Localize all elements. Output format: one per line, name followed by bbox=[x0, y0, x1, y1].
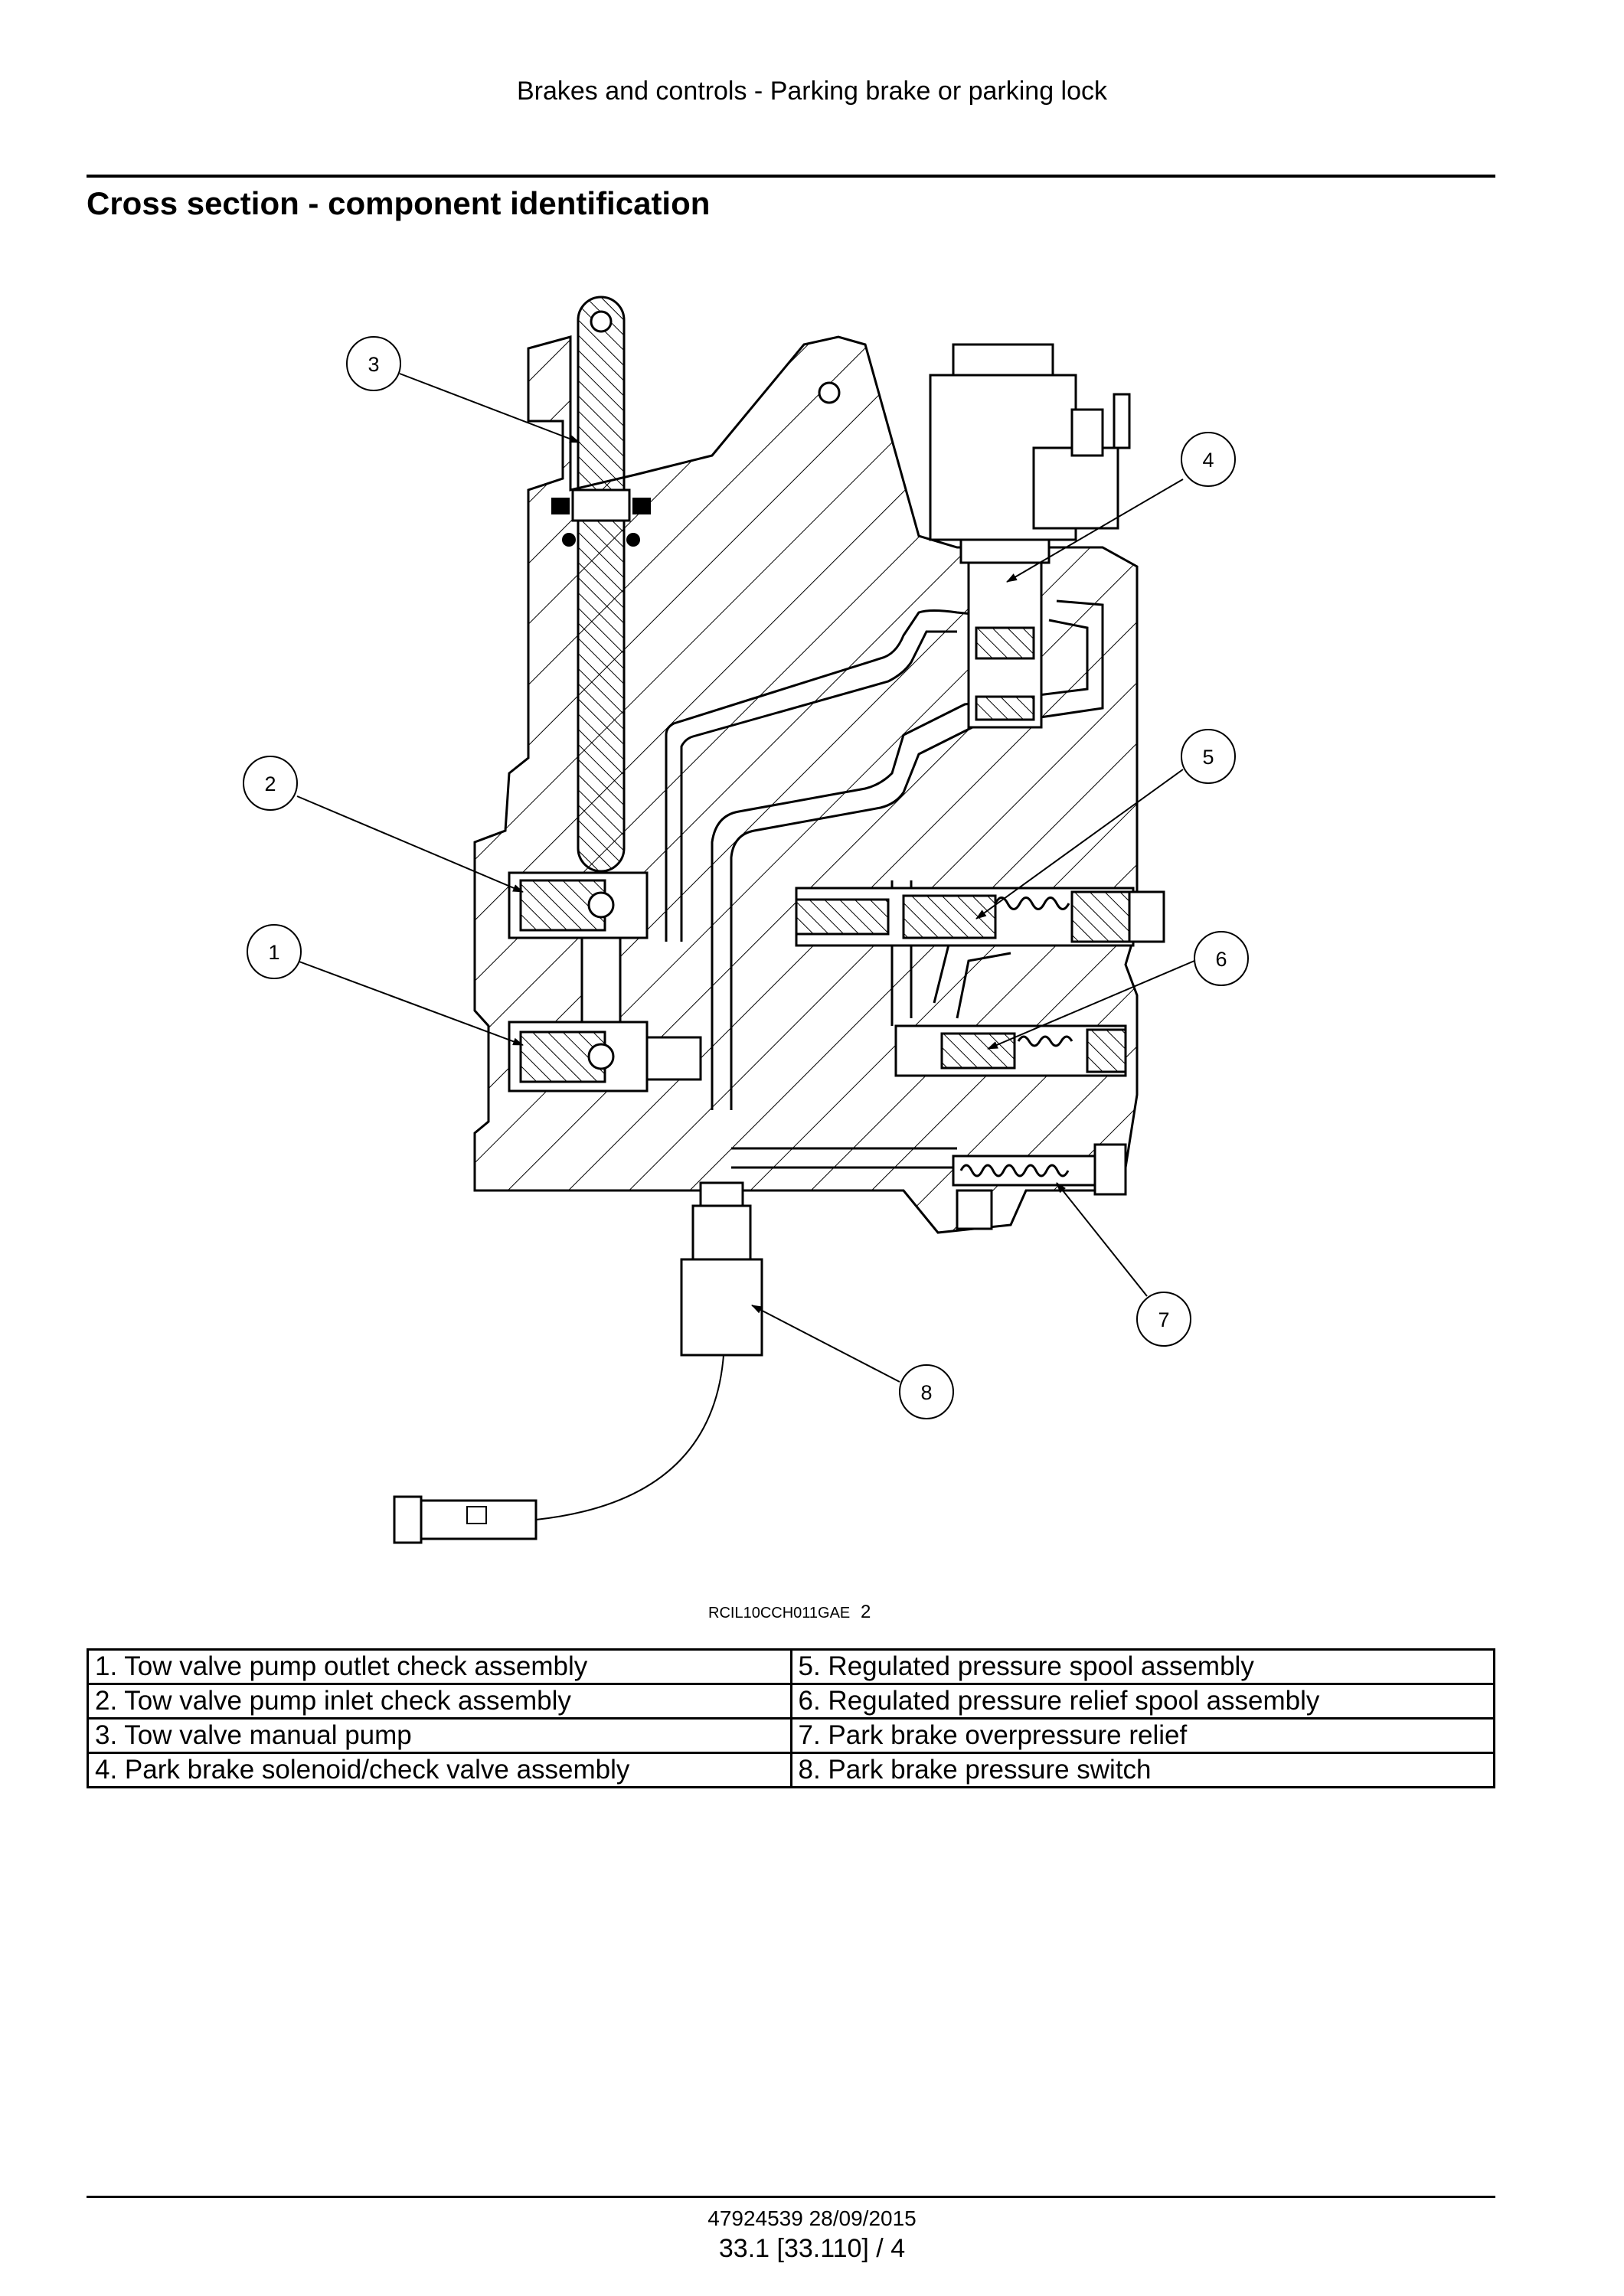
svg-text:1: 1 bbox=[268, 941, 279, 964]
spool-assemblies bbox=[795, 887, 1165, 1077]
svg-text:5: 5 bbox=[1202, 746, 1214, 769]
legend-cell: 5. Regulated pressure spool assembly bbox=[789, 1648, 1495, 1685]
callout-7: 7 bbox=[1136, 1292, 1191, 1347]
legend-cell: 3. Tow valve manual pump bbox=[87, 1717, 792, 1754]
legend-row: 3. Tow valve manual pump 7. Park brake o… bbox=[87, 1717, 1495, 1754]
callout-leaders bbox=[296, 373, 1195, 1383]
figure-number: 2 bbox=[861, 1602, 871, 1622]
callout-5: 5 bbox=[1181, 729, 1236, 784]
component-legend-table: 1. Tow valve pump outlet check assembly … bbox=[87, 1648, 1495, 1788]
pump-check-assemblies bbox=[508, 871, 702, 1092]
page-reference: 33.1 [33.110] / 4 bbox=[718, 2234, 906, 2263]
callout-4: 4 bbox=[1181, 432, 1236, 487]
legend-row: 1. Tow valve pump outlet check assembly … bbox=[87, 1648, 1495, 1685]
svg-text:7: 7 bbox=[1158, 1308, 1169, 1331]
callout-2: 2 bbox=[243, 756, 298, 811]
park-brake-solenoid bbox=[929, 343, 1131, 729]
svg-text:6: 6 bbox=[1215, 948, 1227, 971]
footer-rule bbox=[87, 2196, 1495, 2198]
legend-row: 2. Tow valve pump inlet check assembly 6… bbox=[87, 1683, 1495, 1720]
running-header: Brakes and controls - Parking brake or p… bbox=[516, 77, 1108, 106]
callout-6: 6 bbox=[1194, 931, 1249, 986]
legend-cell: 2. Tow valve pump inlet check assembly bbox=[87, 1683, 792, 1720]
legend-cell: 6. Regulated pressure relief spool assem… bbox=[789, 1683, 1495, 1720]
figure-image-code: RCIL10CCH011GAE bbox=[708, 1605, 851, 1622]
legend-cell: 1. Tow valve pump outlet check assembly bbox=[87, 1648, 792, 1685]
callout-3: 3 bbox=[346, 336, 401, 391]
legend-cell: 8. Park brake pressure switch bbox=[789, 1752, 1495, 1788]
section-title: Cross section - component identification bbox=[87, 185, 711, 221]
header-rule bbox=[87, 175, 1495, 178]
legend-cell: 7. Park brake overpressure relief bbox=[789, 1717, 1495, 1754]
callout-1: 1 bbox=[247, 924, 302, 979]
tow-valve-manual-pump bbox=[551, 296, 651, 873]
svg-text:4: 4 bbox=[1202, 449, 1214, 472]
svg-text:3: 3 bbox=[368, 353, 379, 376]
document-id: 47924539 28/09/2015 bbox=[707, 2206, 917, 2230]
legend-cell: 4. Park brake solenoid/check valve assem… bbox=[87, 1752, 792, 1788]
overpressure-relief bbox=[952, 1143, 1127, 1230]
svg-text:8: 8 bbox=[920, 1381, 932, 1404]
svg-text:2: 2 bbox=[264, 772, 276, 795]
valve-cross-section-diagram: 1 2 3 4 5 6 7 8 bbox=[243, 296, 1249, 1544]
pressure-switch bbox=[393, 1181, 763, 1544]
callout-8: 8 bbox=[899, 1364, 954, 1419]
legend-row: 4. Park brake solenoid/check valve assem… bbox=[87, 1752, 1495, 1788]
